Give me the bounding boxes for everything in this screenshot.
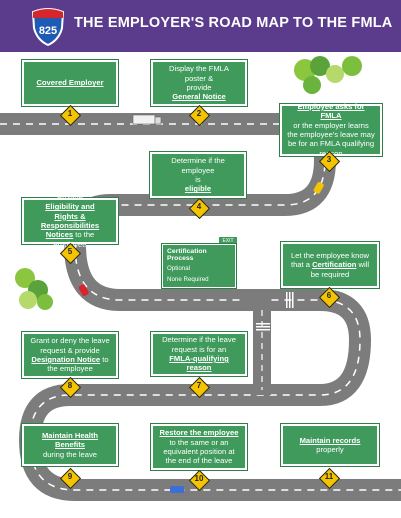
step-7-line-3: FMLA-qualifying reason bbox=[169, 354, 229, 373]
page-title: THE EMPLOYER'S ROAD MAP TO THE FMLA bbox=[74, 15, 393, 31]
step-badge-9: 9 bbox=[59, 467, 82, 490]
step-badge-11-number: 11 bbox=[324, 472, 334, 481]
exit-road bbox=[240, 291, 271, 395]
step-badge-4-number: 4 bbox=[196, 202, 202, 211]
step-5-line-2: Rights & Responsibilities bbox=[40, 211, 100, 230]
certification-process-sign: Certification Process Optional None Requ… bbox=[162, 244, 236, 288]
step-badge-10: 10 bbox=[188, 469, 211, 492]
step-badge-3-number: 3 bbox=[326, 155, 332, 164]
step-8-line-2: request & provide bbox=[40, 345, 100, 355]
certification-link: Certification bbox=[312, 260, 357, 270]
step-9-line-2: during the leave bbox=[42, 449, 98, 459]
truck-icon bbox=[132, 114, 162, 125]
step-card-2: Display the FMLA poster & provide Genera… bbox=[151, 60, 247, 106]
general-notice-link: General Notice bbox=[172, 92, 226, 102]
step-4-line-1: Determine if the employee bbox=[171, 156, 225, 175]
step-badge-1-number: 1 bbox=[67, 109, 73, 118]
step-7-line-2: request is for an bbox=[171, 344, 227, 354]
step-10-line-2: to the same or an equivalent position at… bbox=[163, 437, 235, 466]
step-card-10: Restore the employee to the same or an e… bbox=[151, 424, 247, 470]
step-3-line-1: Employee asks for FMLA bbox=[297, 101, 365, 121]
step-badge-4: 4 bbox=[188, 197, 211, 220]
eligible-link: eligible bbox=[184, 184, 212, 194]
step-badge-7: 7 bbox=[188, 376, 211, 399]
step-card-8: Grant or deny the leave request & provid… bbox=[22, 332, 118, 378]
step-1-line-1: Covered Employer bbox=[36, 78, 104, 88]
car-red-icon bbox=[78, 284, 89, 296]
step-badge-8-number: 8 bbox=[67, 381, 73, 390]
step-card-1: Covered Employer bbox=[22, 60, 118, 106]
step-badge-1: 1 bbox=[59, 104, 82, 127]
step-badge-2-number: 2 bbox=[196, 109, 202, 118]
step-11-line-1-after: properly bbox=[316, 445, 344, 454]
step-8-line-3: Designation Notice bbox=[31, 355, 101, 364]
step-2-line-2: provide bbox=[186, 83, 212, 92]
step-6-line-2-after: will bbox=[356, 260, 370, 270]
step-8-line-4: the employee bbox=[47, 364, 93, 374]
step-11-line-1: Maintain records bbox=[299, 435, 361, 445]
step-badge-10-number: 10 bbox=[194, 474, 204, 483]
bush-right-top bbox=[294, 56, 362, 94]
step-6-line-2: that a bbox=[290, 260, 313, 270]
step-7-line-1: Determine if the leave bbox=[162, 335, 236, 345]
road-illustration bbox=[0, 56, 401, 501]
step-card-11: Maintain records properly bbox=[281, 424, 379, 466]
crosswalk bbox=[256, 292, 294, 331]
certification-sign-none-required: None Required bbox=[167, 276, 209, 283]
shield-number: 825 bbox=[39, 25, 57, 37]
car-blue-icon bbox=[170, 486, 184, 493]
step-card-9: Maintain Health Benefits during the leav… bbox=[22, 424, 118, 466]
step-badge-9-number: 9 bbox=[67, 472, 73, 481]
bush-left bbox=[15, 268, 53, 310]
step-card-6: Let the employee know that a Certificati… bbox=[281, 242, 379, 288]
step-badge-11: 11 bbox=[318, 467, 341, 490]
step-8-line-3-after: to bbox=[100, 355, 109, 364]
step-badge-8: 8 bbox=[59, 376, 82, 399]
step-10-line-1: Restore the employee bbox=[159, 428, 239, 438]
step-6-line-1: Let the employee know bbox=[290, 250, 370, 260]
step-badge-2: 2 bbox=[188, 104, 211, 127]
step-badge-6: 6 bbox=[318, 286, 341, 309]
step-badge-7-number: 7 bbox=[196, 381, 202, 390]
step-badge-3: 3 bbox=[318, 150, 341, 173]
step-5-line-3: Notices bbox=[45, 230, 74, 240]
step-badge-5-number: 5 bbox=[67, 247, 73, 256]
step-card-4: Determine if the employee is eligible bbox=[150, 152, 246, 198]
step-badge-5: 5 bbox=[59, 242, 82, 265]
step-badge-6-number: 6 bbox=[326, 291, 332, 300]
interstate-shield-icon: 825 bbox=[31, 8, 65, 46]
eligibility-link: Eligibility and bbox=[45, 202, 95, 212]
step-6-line-3: be required bbox=[310, 269, 350, 279]
step-5-line-1: Provide bbox=[57, 192, 83, 202]
certification-sign-title: Certification Process bbox=[167, 248, 207, 262]
step-2-line-1: Display the FMLA poster & bbox=[169, 64, 229, 83]
step-card-5: Provide Eligibility and Rights & Respons… bbox=[22, 193, 118, 249]
car-yellow-icon bbox=[313, 182, 324, 194]
header-banner: 825 THE EMPLOYER'S ROAD MAP TO THE FMLA bbox=[0, 0, 401, 52]
step-card-3: Employee asks for FMLA or the employer l… bbox=[280, 101, 382, 158]
certification-sign-optional: Optional bbox=[167, 265, 191, 272]
step-card-7: Determine if the leave request is for an… bbox=[151, 332, 247, 376]
step-9-line-1: Maintain Health Benefits bbox=[41, 430, 99, 450]
step-4-line-2: is bbox=[195, 175, 201, 184]
step-8-line-1: Grant or deny the leave bbox=[30, 336, 110, 346]
